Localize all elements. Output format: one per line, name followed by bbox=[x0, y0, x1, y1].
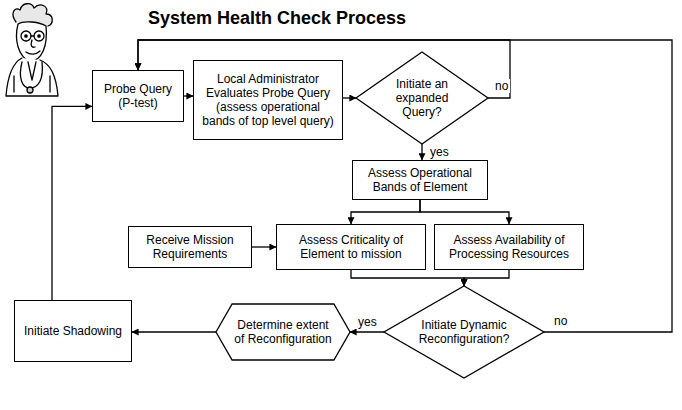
diagram-title: System Health Check Process bbox=[148, 8, 406, 29]
branch-label: yes bbox=[428, 145, 451, 159]
process-box: Assess Operational Bands of Element bbox=[352, 160, 488, 200]
process-box: Assess Availability of Processing Resour… bbox=[434, 224, 584, 270]
process-box: Receive Mission Requirements bbox=[128, 226, 252, 268]
flow-connector bbox=[184, 95, 193, 96]
process-box: Initiate Shadowing bbox=[14, 300, 132, 362]
flow-connector bbox=[52, 106, 92, 300]
node-text: Local Administrator Evaluates Probe Quer… bbox=[198, 72, 338, 128]
process-box: Local Administrator Evaluates Probe Quer… bbox=[193, 60, 343, 140]
node-text: Receive Mission Requirements bbox=[133, 233, 247, 261]
flow-connector bbox=[420, 200, 509, 224]
flow-connector bbox=[132, 331, 216, 332]
flow-connector bbox=[350, 331, 384, 332]
flow-connector bbox=[138, 40, 672, 332]
preparation-hexagon: Determine extent of Reconfiguration bbox=[216, 304, 350, 360]
decision-diamond: Initiate Dynamic Reconfiguration? bbox=[384, 286, 544, 378]
flow-connector bbox=[343, 97, 356, 98]
branch-label: no bbox=[552, 314, 569, 328]
process-box: Assess Criticality of Element to mission bbox=[276, 224, 426, 270]
node-text: Determine extent of Reconfiguration bbox=[231, 318, 335, 346]
node-text: Assess Availability of Processing Resour… bbox=[439, 233, 579, 261]
node-text: Probe Query (P-test) bbox=[96, 82, 180, 110]
node-text: Initiate Shadowing bbox=[24, 324, 122, 338]
decision-diamond: Initiate an expanded Query? bbox=[356, 52, 488, 144]
node-text: Initiate Dynamic Reconfiguration? bbox=[414, 318, 514, 346]
node-text: Initiate an expanded Query? bbox=[384, 77, 460, 119]
branch-label: no bbox=[493, 79, 510, 93]
flow-connector bbox=[351, 270, 464, 286]
branch-label: yes bbox=[356, 315, 379, 329]
node-text: Assess Operational Bands of Element bbox=[357, 166, 483, 194]
node-text: Assess Criticality of Element to mission bbox=[281, 233, 421, 261]
flow-connector bbox=[351, 200, 420, 224]
flow-connector bbox=[464, 270, 509, 286]
flow-connector bbox=[252, 246, 276, 247]
flow-connector bbox=[421, 144, 422, 160]
process-box: Probe Query (P-test) bbox=[92, 70, 184, 122]
